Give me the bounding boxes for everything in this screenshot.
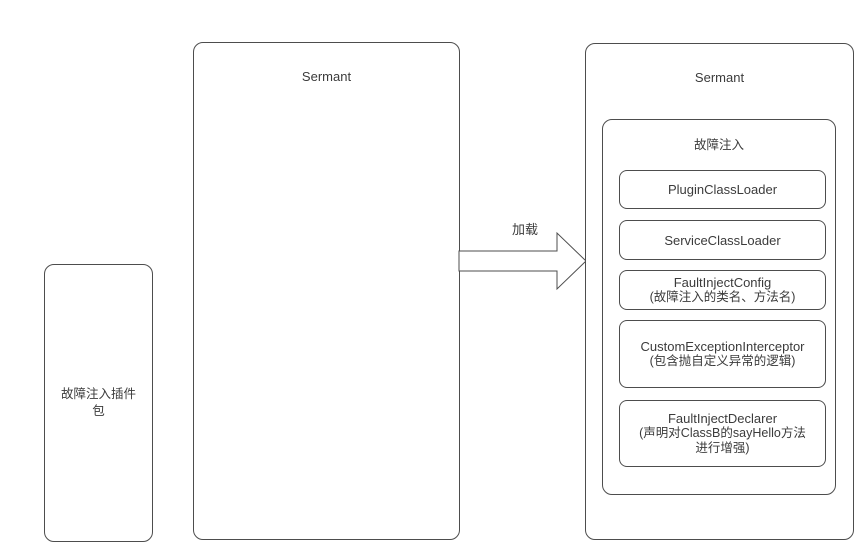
component-custom-exception-interceptor: CustomExceptionInterceptor (包含抛自定义异常的逻辑) — [619, 320, 826, 388]
component-subtitle: (包含抛自定义异常的逻辑) — [649, 354, 796, 368]
component-subtitle: (声明对ClassB的sayHello方法 进行增强) — [639, 426, 806, 455]
component-fault-inject-config: FaultInjectConfig (故障注入的类名、方法名) — [619, 270, 826, 310]
sermant-target-box: Sermant 故障注入 PluginClassLoader ServiceCl… — [585, 43, 854, 540]
component-subtitle: (故障注入的类名、方法名) — [649, 290, 796, 304]
component-service-class-loader: ServiceClassLoader — [619, 220, 826, 260]
component-fault-inject-declarer: FaultInjectDeclarer (声明对ClassB的sayHello方… — [619, 400, 826, 467]
load-arrow-label: 加载 — [511, 222, 538, 237]
component-plugin-class-loader: PluginClassLoader — [619, 170, 826, 209]
sermant-host-title: Sermant — [301, 69, 352, 84]
sermant-target-title: Sermant — [694, 70, 745, 85]
component-title: FaultInjectDeclarer — [667, 411, 778, 426]
plugin-package-box: 故障注入插件 包 — [44, 264, 153, 542]
component-title: FaultInjectConfig — [673, 275, 772, 290]
fault-inject-module-title: 故障注入 — [693, 138, 744, 152]
sermant-host-box: Sermant — [193, 42, 460, 540]
fault-inject-module-box: 故障注入 PluginClassLoader ServiceClassLoade… — [602, 119, 836, 495]
component-title: CustomExceptionInterceptor — [640, 339, 805, 354]
component-title: ServiceClassLoader — [664, 232, 781, 248]
component-title: PluginClassLoader — [667, 182, 778, 197]
plugin-package-label: 故障注入插件 包 — [60, 387, 136, 418]
load-arrow-icon — [458, 231, 587, 291]
